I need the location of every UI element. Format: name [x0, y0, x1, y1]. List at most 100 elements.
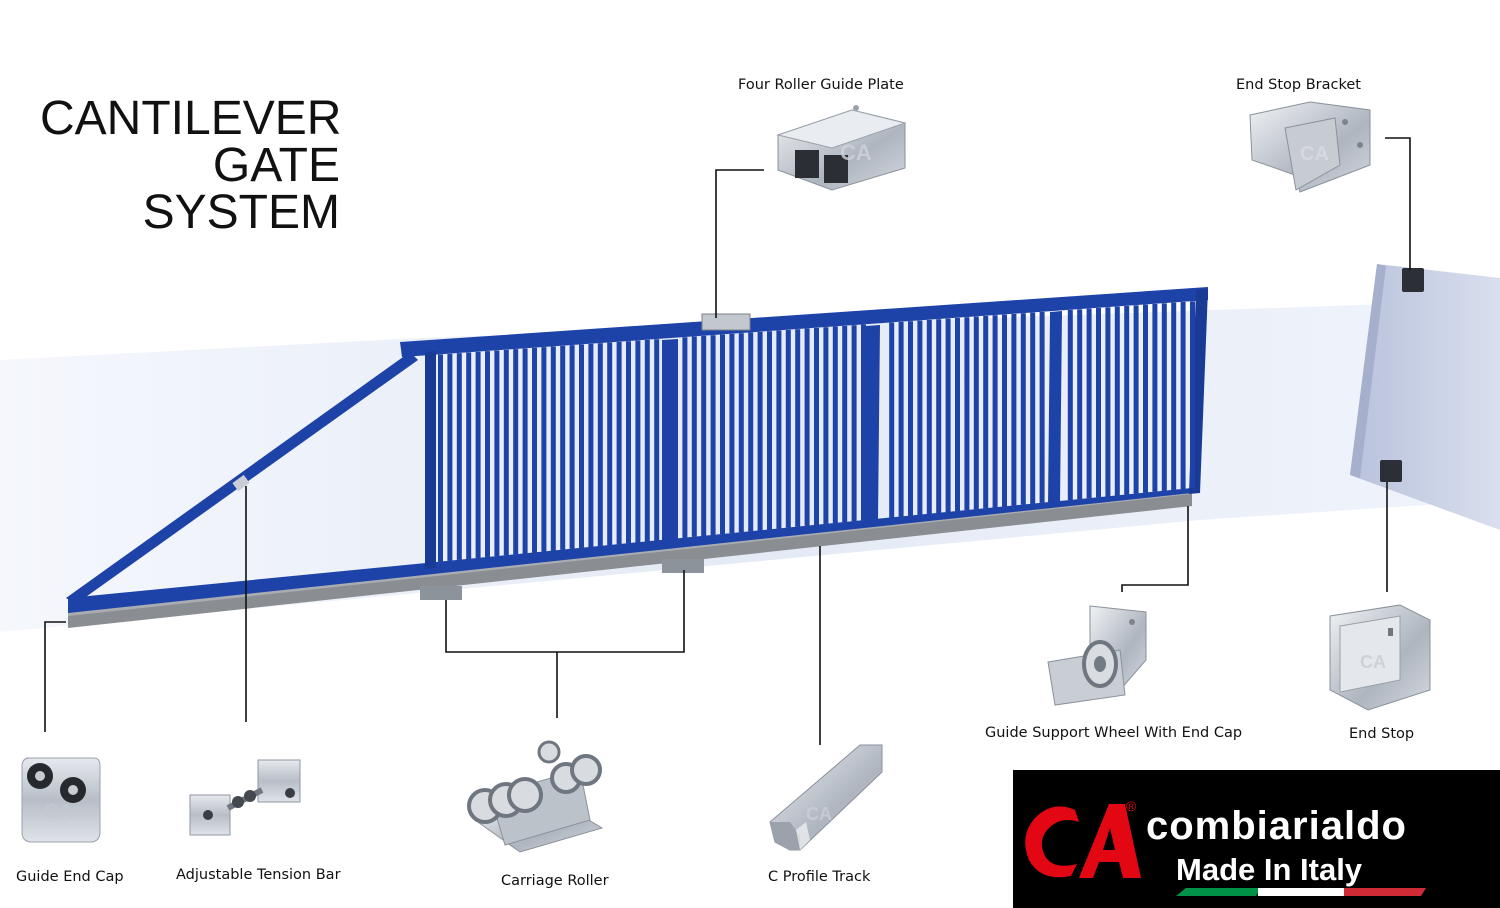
gate-picket: [616, 341, 622, 545]
end-pillar: [1350, 264, 1500, 530]
gate-picket: [992, 315, 998, 508]
gate-picket: [626, 341, 631, 544]
gate-pickets: [438, 301, 1195, 562]
tension-joint: [232, 474, 250, 492]
gate-picket: [1161, 303, 1167, 491]
gate-picket: [522, 348, 528, 554]
title-line-3: SYSTEM: [142, 186, 340, 239]
gate-picket: [1067, 309, 1073, 501]
gate-picket: [701, 335, 707, 536]
gate-picket: [889, 322, 895, 518]
diagram-title: CANTILEVER GATE SYSTEM: [40, 95, 341, 239]
label-adjustable-tension-bar: Adjustable Tension Bar: [176, 867, 341, 883]
gate-picket: [785, 329, 791, 528]
label-end-stop: End Stop: [1349, 726, 1415, 742]
carriage-roller-image: [467, 740, 604, 853]
brand-tagline: Made In Italy: [1176, 852, 1363, 887]
gate-picket: [1133, 305, 1139, 494]
gate-picket: [644, 339, 650, 542]
gate-picket: [485, 351, 490, 558]
gate-picket: [964, 317, 970, 511]
gate-picket: [814, 327, 819, 525]
watermark-text: CA: [806, 804, 832, 824]
gate-picket: [560, 345, 566, 550]
gate-picket: [1011, 313, 1017, 506]
gate-picket: [776, 330, 782, 529]
gate-picket: [588, 343, 594, 548]
gate-picket: [1171, 302, 1177, 490]
leader-four-roller: [715, 169, 764, 318]
label-carriage-roller: Carriage Roller: [501, 873, 609, 889]
gate-picket: [532, 347, 537, 553]
gate-picket: [1143, 304, 1148, 493]
gate-picket: [1086, 308, 1092, 499]
gate-picket: [1152, 303, 1158, 492]
label-four-roller-guide-plate: Four Roller Guide Plate: [738, 77, 904, 93]
gate-picket: [1124, 305, 1130, 495]
gate-picket: [607, 342, 613, 546]
gate-picket: [983, 315, 989, 509]
registered-mark: ®: [1126, 798, 1137, 814]
gate-picket: [1002, 314, 1007, 507]
top-rail: [400, 287, 1208, 357]
carriage-mount-1: [420, 586, 462, 600]
gate-picket: [955, 317, 960, 512]
gate-picket: [503, 349, 509, 556]
leader-guide-wheel: [1121, 506, 1189, 592]
watermark-text: CA: [1300, 143, 1329, 165]
cantilever-gate: [66, 287, 1208, 628]
gate-picket: [757, 331, 763, 531]
gate-picket: [691, 336, 697, 537]
gate-picket: [926, 319, 932, 514]
four-roller-guide-plate-image: CA: [776, 105, 907, 191]
gate-picket: [823, 327, 829, 525]
gate-picket: [597, 343, 603, 547]
italian-flag-stripe: [1176, 888, 1426, 896]
ca-logo-mark: [1025, 804, 1141, 878]
watermark-text: CA: [44, 801, 73, 823]
gate-picket: [1190, 301, 1195, 489]
gate-picket: [494, 350, 500, 557]
gate-picket: [1105, 307, 1111, 497]
gate-picket: [466, 352, 472, 560]
gate-picket: [710, 335, 716, 536]
brand-name: combiarialdo: [1146, 804, 1407, 848]
gate-picket: [541, 347, 547, 552]
gate-picket: [1039, 311, 1045, 503]
gate-picket: [682, 337, 688, 538]
label-guide-end-cap: Guide End Cap: [16, 869, 124, 885]
gate-picket: [569, 345, 575, 549]
gate-picket: [635, 340, 641, 543]
gate-picket: [1096, 307, 1101, 498]
label-c-profile-track: C Profile Track: [768, 869, 871, 885]
leader-guide-end-cap: [44, 621, 66, 732]
adjustable-tension-bar-image: [189, 759, 301, 836]
gate-picket: [767, 331, 772, 530]
gate-picket: [917, 320, 923, 515]
gate-picket: [456, 353, 462, 560]
gate-picket: [804, 328, 810, 526]
gate-picket: [438, 354, 443, 562]
leader-carriage-bracket: [445, 570, 685, 653]
label-guide-support-wheel: Guide Support Wheel With End Cap: [985, 725, 1243, 741]
gate-picket: [738, 333, 744, 533]
gate-picket: [513, 349, 519, 555]
gate-picket: [475, 351, 481, 559]
gate-picket: [898, 321, 904, 517]
leader-lines: [44, 137, 1411, 745]
end-stop-bracket-image: CA: [1249, 101, 1371, 193]
gate-picket: [795, 329, 801, 527]
gate-picket: [550, 346, 556, 551]
gate-picket: [729, 333, 735, 534]
gate-picket: [908, 321, 913, 516]
title-line-2: GATE: [212, 139, 340, 192]
guide-support-wheel-image: [1047, 605, 1147, 706]
gate-picket: [1030, 312, 1036, 504]
gate-picket: [1020, 313, 1026, 505]
guide-end-cap-image: CA: [21, 757, 101, 843]
gate-picket: [973, 316, 979, 510]
end-stop-mount: [1380, 460, 1402, 482]
watermark-text: CA: [840, 140, 872, 165]
gate-picket: [861, 324, 866, 521]
